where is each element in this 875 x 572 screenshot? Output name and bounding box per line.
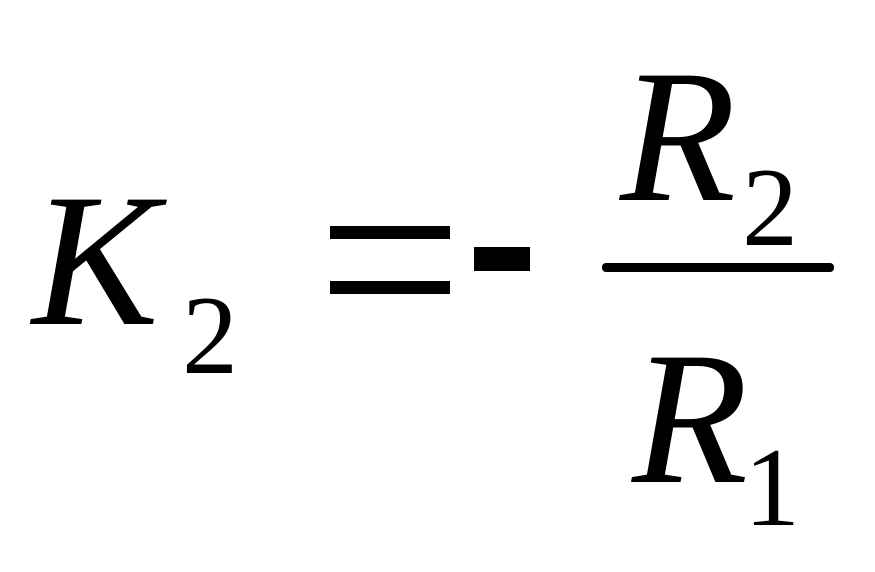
equals-bottom-bar (330, 281, 450, 294)
equals-top-bar (330, 226, 450, 239)
minus-sign (474, 247, 530, 271)
lhs-subscript: 2 (182, 274, 238, 398)
numerator-symbol: R (620, 32, 737, 242)
denominator-symbol: R (632, 314, 749, 524)
denominator-subscript: 1 (744, 426, 800, 550)
numerator-subscript: 2 (742, 146, 798, 270)
equals-sign (330, 226, 450, 294)
fraction-bar (602, 263, 834, 272)
lhs-symbol: K (32, 156, 159, 366)
